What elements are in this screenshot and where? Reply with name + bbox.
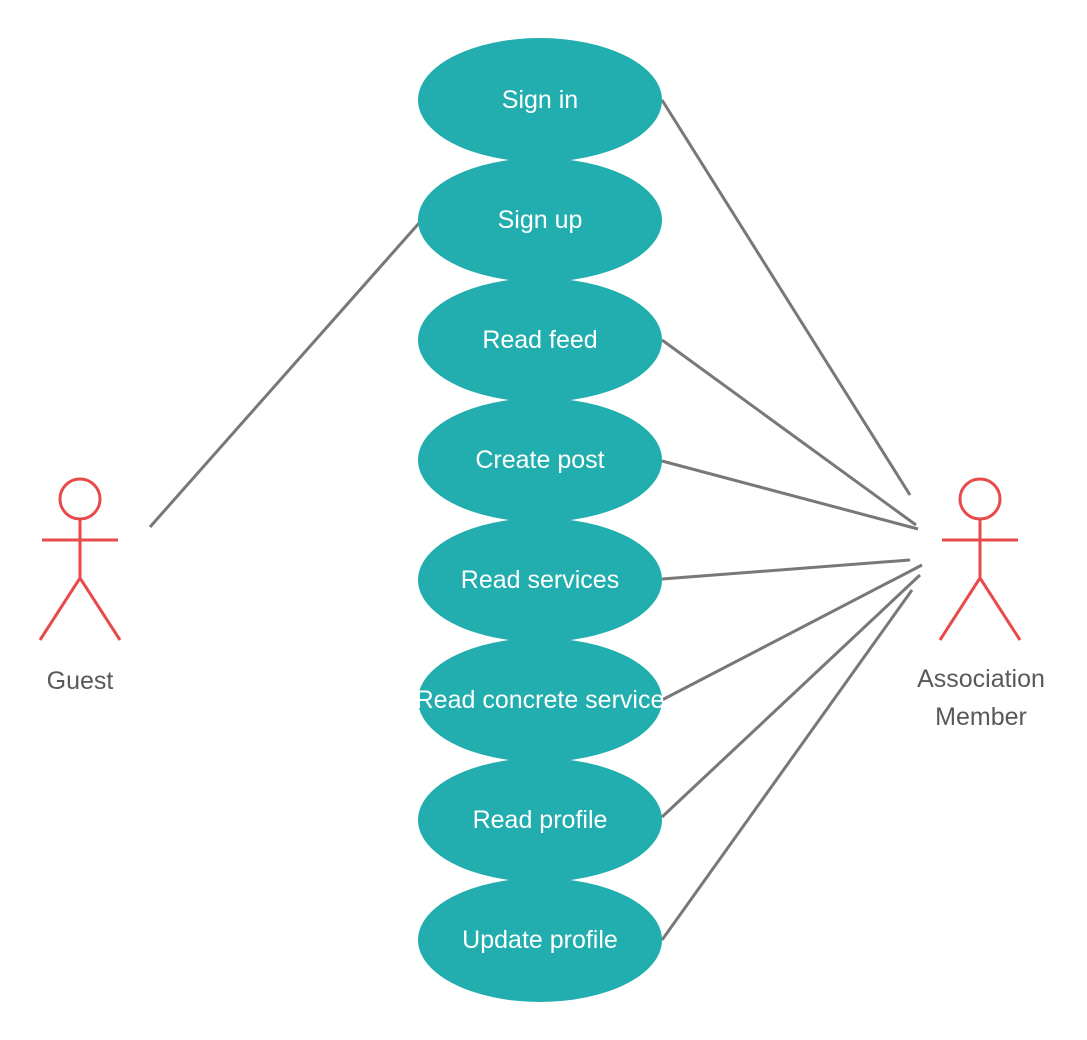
use-case-label: Create post (475, 446, 604, 474)
use-case-label: Sign in (502, 86, 578, 114)
actor-head (58, 477, 102, 521)
actor-right-leg (78, 577, 122, 641)
use-case-ellipse (418, 158, 662, 282)
use-case-label: Read services (461, 566, 619, 594)
actor-label: Guest (47, 667, 114, 695)
use-case-label: Read feed (482, 326, 597, 354)
actor-label-line-1: Association (917, 665, 1045, 693)
use-case-label: Sign up (498, 206, 583, 234)
use-case-create-post[interactable]: Create post (418, 398, 662, 522)
use-case-ellipse (418, 878, 662, 1002)
actor-head (958, 477, 1002, 521)
association-member-sign-in[interactable] (660, 99, 912, 496)
association-member-read-concrete-service[interactable] (661, 563, 923, 702)
actor-label-line-2: Member (935, 703, 1027, 731)
associations (148, 99, 923, 941)
use-case-ellipse (418, 278, 662, 402)
use-case-label: Read concrete service (416, 686, 665, 714)
use-case-read-profile[interactable]: Read profile (418, 758, 662, 882)
use-case-read-concrete-service[interactable]: Read concrete service (416, 638, 665, 762)
association-member-read-feed[interactable] (661, 338, 917, 527)
use-case-label: Update profile (462, 926, 618, 954)
association-guest-sign-up[interactable] (148, 221, 422, 528)
association-member-update-profile[interactable] (660, 589, 914, 941)
actor-association-member[interactable]: Association Member (917, 477, 1045, 731)
use-case-ellipse (418, 398, 662, 522)
stick-figure-icon (38, 477, 122, 641)
use-cases: Sign in Sign up Read feed Create post Re… (416, 38, 665, 1002)
association-member-create-post[interactable] (661, 459, 919, 531)
association-member-read-services[interactable] (661, 558, 911, 581)
use-case-ellipse (418, 38, 662, 162)
use-case-update-profile[interactable]: Update profile (418, 878, 662, 1002)
association-member-read-profile[interactable] (660, 573, 922, 819)
use-case-sign-up[interactable]: Sign up (418, 158, 662, 282)
use-case-read-feed[interactable]: Read feed (418, 278, 662, 402)
actor-right-leg (978, 577, 1022, 641)
actor-guest[interactable]: Guest (38, 477, 122, 695)
use-case-sign-in[interactable]: Sign in (418, 38, 662, 162)
stick-figure-icon (938, 477, 1022, 641)
actor-left-leg (938, 577, 982, 641)
use-case-read-services[interactable]: Read services (418, 518, 662, 642)
use-case-ellipse (418, 638, 662, 762)
use-case-label: Read profile (473, 806, 608, 834)
use-case-ellipse (418, 758, 662, 882)
actor-left-leg (38, 577, 82, 641)
use-case-ellipse (418, 518, 662, 642)
